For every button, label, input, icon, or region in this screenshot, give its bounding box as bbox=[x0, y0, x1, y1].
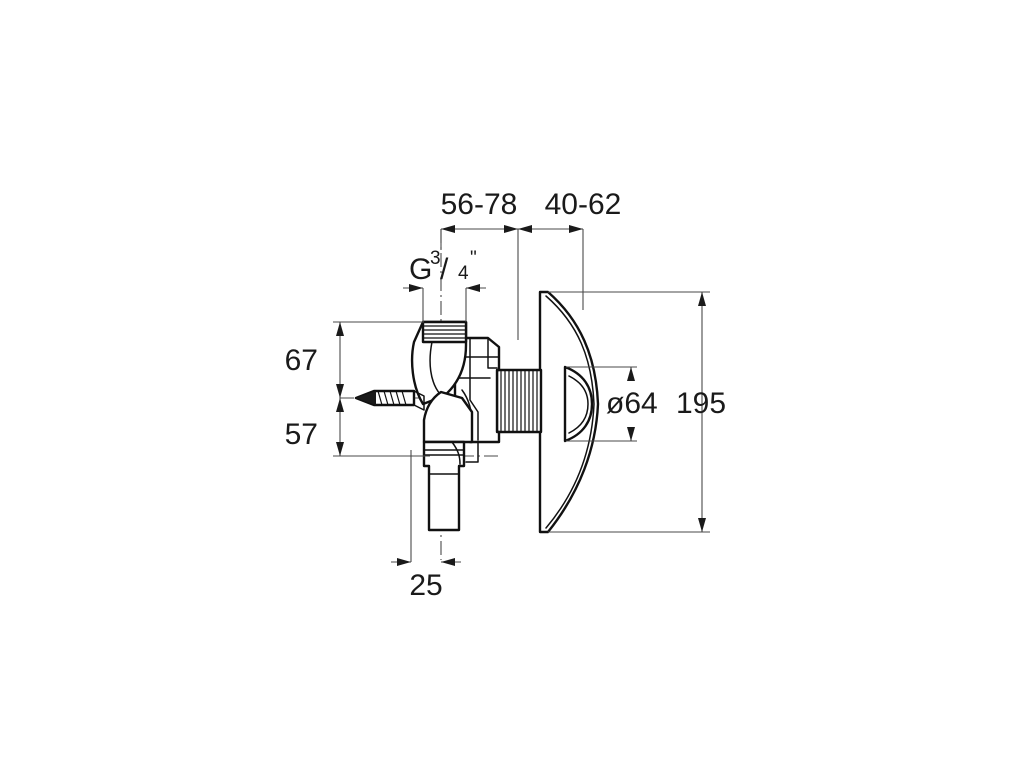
dimension-25: 25 bbox=[391, 450, 461, 602]
dim-o64-arrow-top bbox=[627, 367, 635, 381]
dim-195-arrow-top bbox=[698, 292, 706, 306]
dim-25-arrow-left bbox=[397, 558, 411, 566]
dimension-195: 195 bbox=[548, 291, 726, 533]
dim-57-label: 57 bbox=[285, 418, 318, 451]
dim-o64-arrow-bottom bbox=[627, 427, 635, 441]
dim-g34-arrow-right bbox=[466, 284, 480, 292]
bulge-dome bbox=[563, 365, 594, 443]
dim-57-arrow-bottom bbox=[336, 442, 344, 456]
escutcheon-cone-edge bbox=[545, 295, 595, 529]
dimension-thread-g34: G 3 / 4 " bbox=[403, 248, 486, 322]
dim-57-arrow-top bbox=[336, 398, 344, 412]
fixing-screw-point bbox=[356, 391, 376, 405]
dim-56-78-arrow-right bbox=[504, 225, 518, 233]
dimension-40-62: 40-62 bbox=[518, 188, 621, 310]
fixing-screw-head bbox=[413, 390, 425, 411]
inlet-elbow-inner bbox=[429, 341, 441, 395]
dimension-57: 57 bbox=[285, 398, 430, 457]
part-geometry bbox=[354, 290, 600, 534]
fixing-screw bbox=[354, 389, 425, 411]
dim-o64-label: ø64 bbox=[606, 387, 658, 420]
lower-body-junction bbox=[422, 390, 474, 444]
outlet-pipe-details bbox=[423, 441, 479, 475]
dimension-67: 67 bbox=[285, 321, 424, 398]
dim-g34-label-slash: / bbox=[440, 253, 449, 286]
threaded-shank-threads bbox=[500, 370, 538, 432]
dim-40-62-label: 40-62 bbox=[545, 188, 622, 221]
fixing-screw-threads bbox=[377, 390, 407, 406]
dim-g34-label-main: G bbox=[409, 253, 432, 286]
dim-67-arrow-bottom bbox=[336, 384, 344, 398]
dim-195-label: 195 bbox=[676, 387, 726, 420]
dim-g34-label-unit: " bbox=[470, 248, 477, 269]
dim-56-78-arrow-left bbox=[441, 225, 455, 233]
dim-g34-label-numerator: 3 bbox=[430, 248, 441, 269]
dim-25-label: 25 bbox=[409, 569, 442, 602]
dim-40-62-arrow-left bbox=[518, 225, 532, 233]
dim-195-arrow-bottom bbox=[698, 518, 706, 532]
dim-56-78-label: 56-78 bbox=[441, 188, 518, 221]
dim-25-arrow-right bbox=[441, 558, 455, 566]
dim-g34-arrow-left bbox=[409, 284, 423, 292]
dimension-diameter-64: ø64 bbox=[566, 366, 658, 442]
bulge-dome-inner bbox=[568, 375, 589, 434]
inlet-threads bbox=[424, 325, 465, 339]
dim-40-62-arrow-right bbox=[569, 225, 583, 233]
dim-g34-label-denominator: 4 bbox=[458, 263, 469, 284]
threaded-shank bbox=[495, 368, 543, 434]
inlet-thread-collar bbox=[421, 320, 468, 344]
dimension-56-78: 56-78 bbox=[440, 188, 519, 340]
dim-67-arrow-top bbox=[336, 322, 344, 336]
dim-67-label: 67 bbox=[285, 344, 318, 377]
